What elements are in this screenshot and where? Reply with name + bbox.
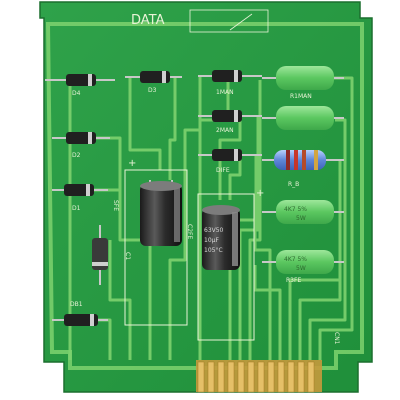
- resistor-r4-value: 4K7 5%: [284, 206, 307, 213]
- resistor-blue: [262, 150, 344, 170]
- label-sfe: SFE: [112, 200, 119, 211]
- capacitor-value-2: 10µF: [204, 237, 219, 244]
- capacitor-value-3: 105°C: [204, 247, 223, 254]
- polarity-mark-c1: +: [128, 158, 136, 169]
- silkscreen-labels: D4 D3 1MAN 2MAN DIFE D2 D1 DB1 R1MAN R_B…: [70, 87, 340, 345]
- label-r-b: R_B: [288, 181, 299, 188]
- label-c2fe: C2FE: [186, 224, 193, 239]
- label-r1man: R1MAN: [290, 93, 312, 100]
- label-dife: DIFE: [216, 167, 230, 174]
- label-2man: 2MAN: [216, 127, 234, 134]
- label-1man: 1MAN: [216, 89, 234, 96]
- resistor-r4: 4K7 5% 5W: [262, 200, 344, 224]
- resistor-r5-value: 4K7 5%: [284, 256, 307, 263]
- edge-connector: [196, 360, 322, 393]
- diode-2man: [198, 110, 262, 122]
- resistor-r5-watt: 5W: [296, 265, 306, 272]
- resistor-r2: [262, 106, 344, 130]
- polarity-mark-c2: +: [256, 188, 264, 199]
- capacitor-value-1: 63V50: [204, 227, 224, 234]
- capacitor-c2: 63V50 10µF 105°C: [202, 205, 240, 270]
- silkscreen-outlines: [124, 169, 255, 341]
- header-box: [189, 9, 269, 33]
- small-component-left: [92, 225, 108, 285]
- resistor-r3fe: 4K7 5% 5W: [262, 250, 344, 274]
- resistor-r4-watt: 5W: [296, 215, 306, 222]
- diode-db1: [52, 314, 108, 326]
- diode-d3: [125, 71, 182, 83]
- resistor-r1man: [262, 66, 344, 90]
- diode-d1: [52, 184, 108, 196]
- diode-d2: [52, 132, 110, 144]
- label-d3: D3: [148, 87, 157, 94]
- label-db1: DB1: [70, 301, 83, 308]
- diode-1man: [198, 70, 262, 82]
- capacitor-c1: [140, 180, 182, 246]
- label-cn1: CN1: [333, 332, 340, 345]
- label-d2: D2: [72, 152, 81, 159]
- label-d1: D1: [72, 205, 81, 212]
- label-r3fe: R3FE: [286, 277, 301, 284]
- diode-d4: [45, 74, 115, 86]
- pcb-board: [39, 1, 373, 393]
- label-c1: C1: [124, 252, 131, 260]
- copper-traces: [68, 76, 354, 360]
- label-d4: D4: [72, 90, 81, 97]
- diode-dife: [198, 149, 262, 161]
- header-label: DATA: [131, 13, 165, 28]
